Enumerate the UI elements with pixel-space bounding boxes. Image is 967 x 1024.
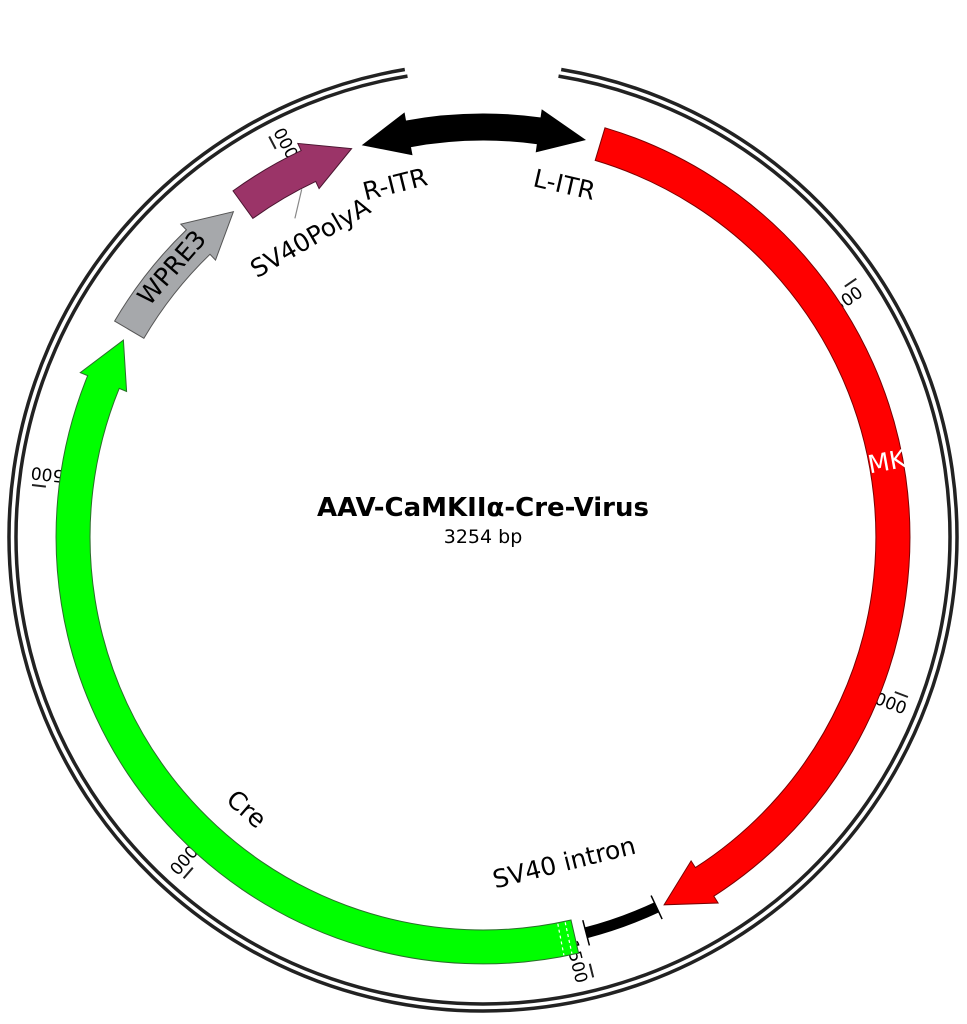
tick-500	[844, 277, 857, 288]
l-itr-feature[interactable]	[483, 109, 586, 153]
r-itr-feature[interactable]	[361, 112, 484, 156]
plasmid-title: AAV-CaMKIIα-Cre-Virus	[317, 493, 649, 523]
sv40-intron-feature[interactable]	[584, 902, 660, 939]
wpre3-label: WPRE3	[132, 225, 212, 311]
cre-feature[interactable]	[55, 339, 580, 965]
tick-3000	[268, 136, 277, 150]
wpre3-feature[interactable]	[113, 210, 235, 339]
sv40-intron-label: SV40 intron	[490, 831, 639, 895]
features	[55, 109, 911, 965]
plasmid-size: 3254 bp	[444, 526, 523, 548]
backbone	[7, 67, 959, 1013]
tick-2000	[182, 867, 194, 879]
l-itr-label: L-ITR	[531, 164, 598, 206]
camkii-feature[interactable]	[594, 127, 911, 906]
tick-2500	[31, 484, 47, 488]
r-itr-label: R-ITR	[360, 162, 430, 206]
tick-1000	[894, 691, 909, 698]
sv40polya-feature[interactable]	[232, 142, 353, 220]
cre-label: Cre	[221, 784, 272, 834]
tick-1500	[588, 963, 595, 978]
